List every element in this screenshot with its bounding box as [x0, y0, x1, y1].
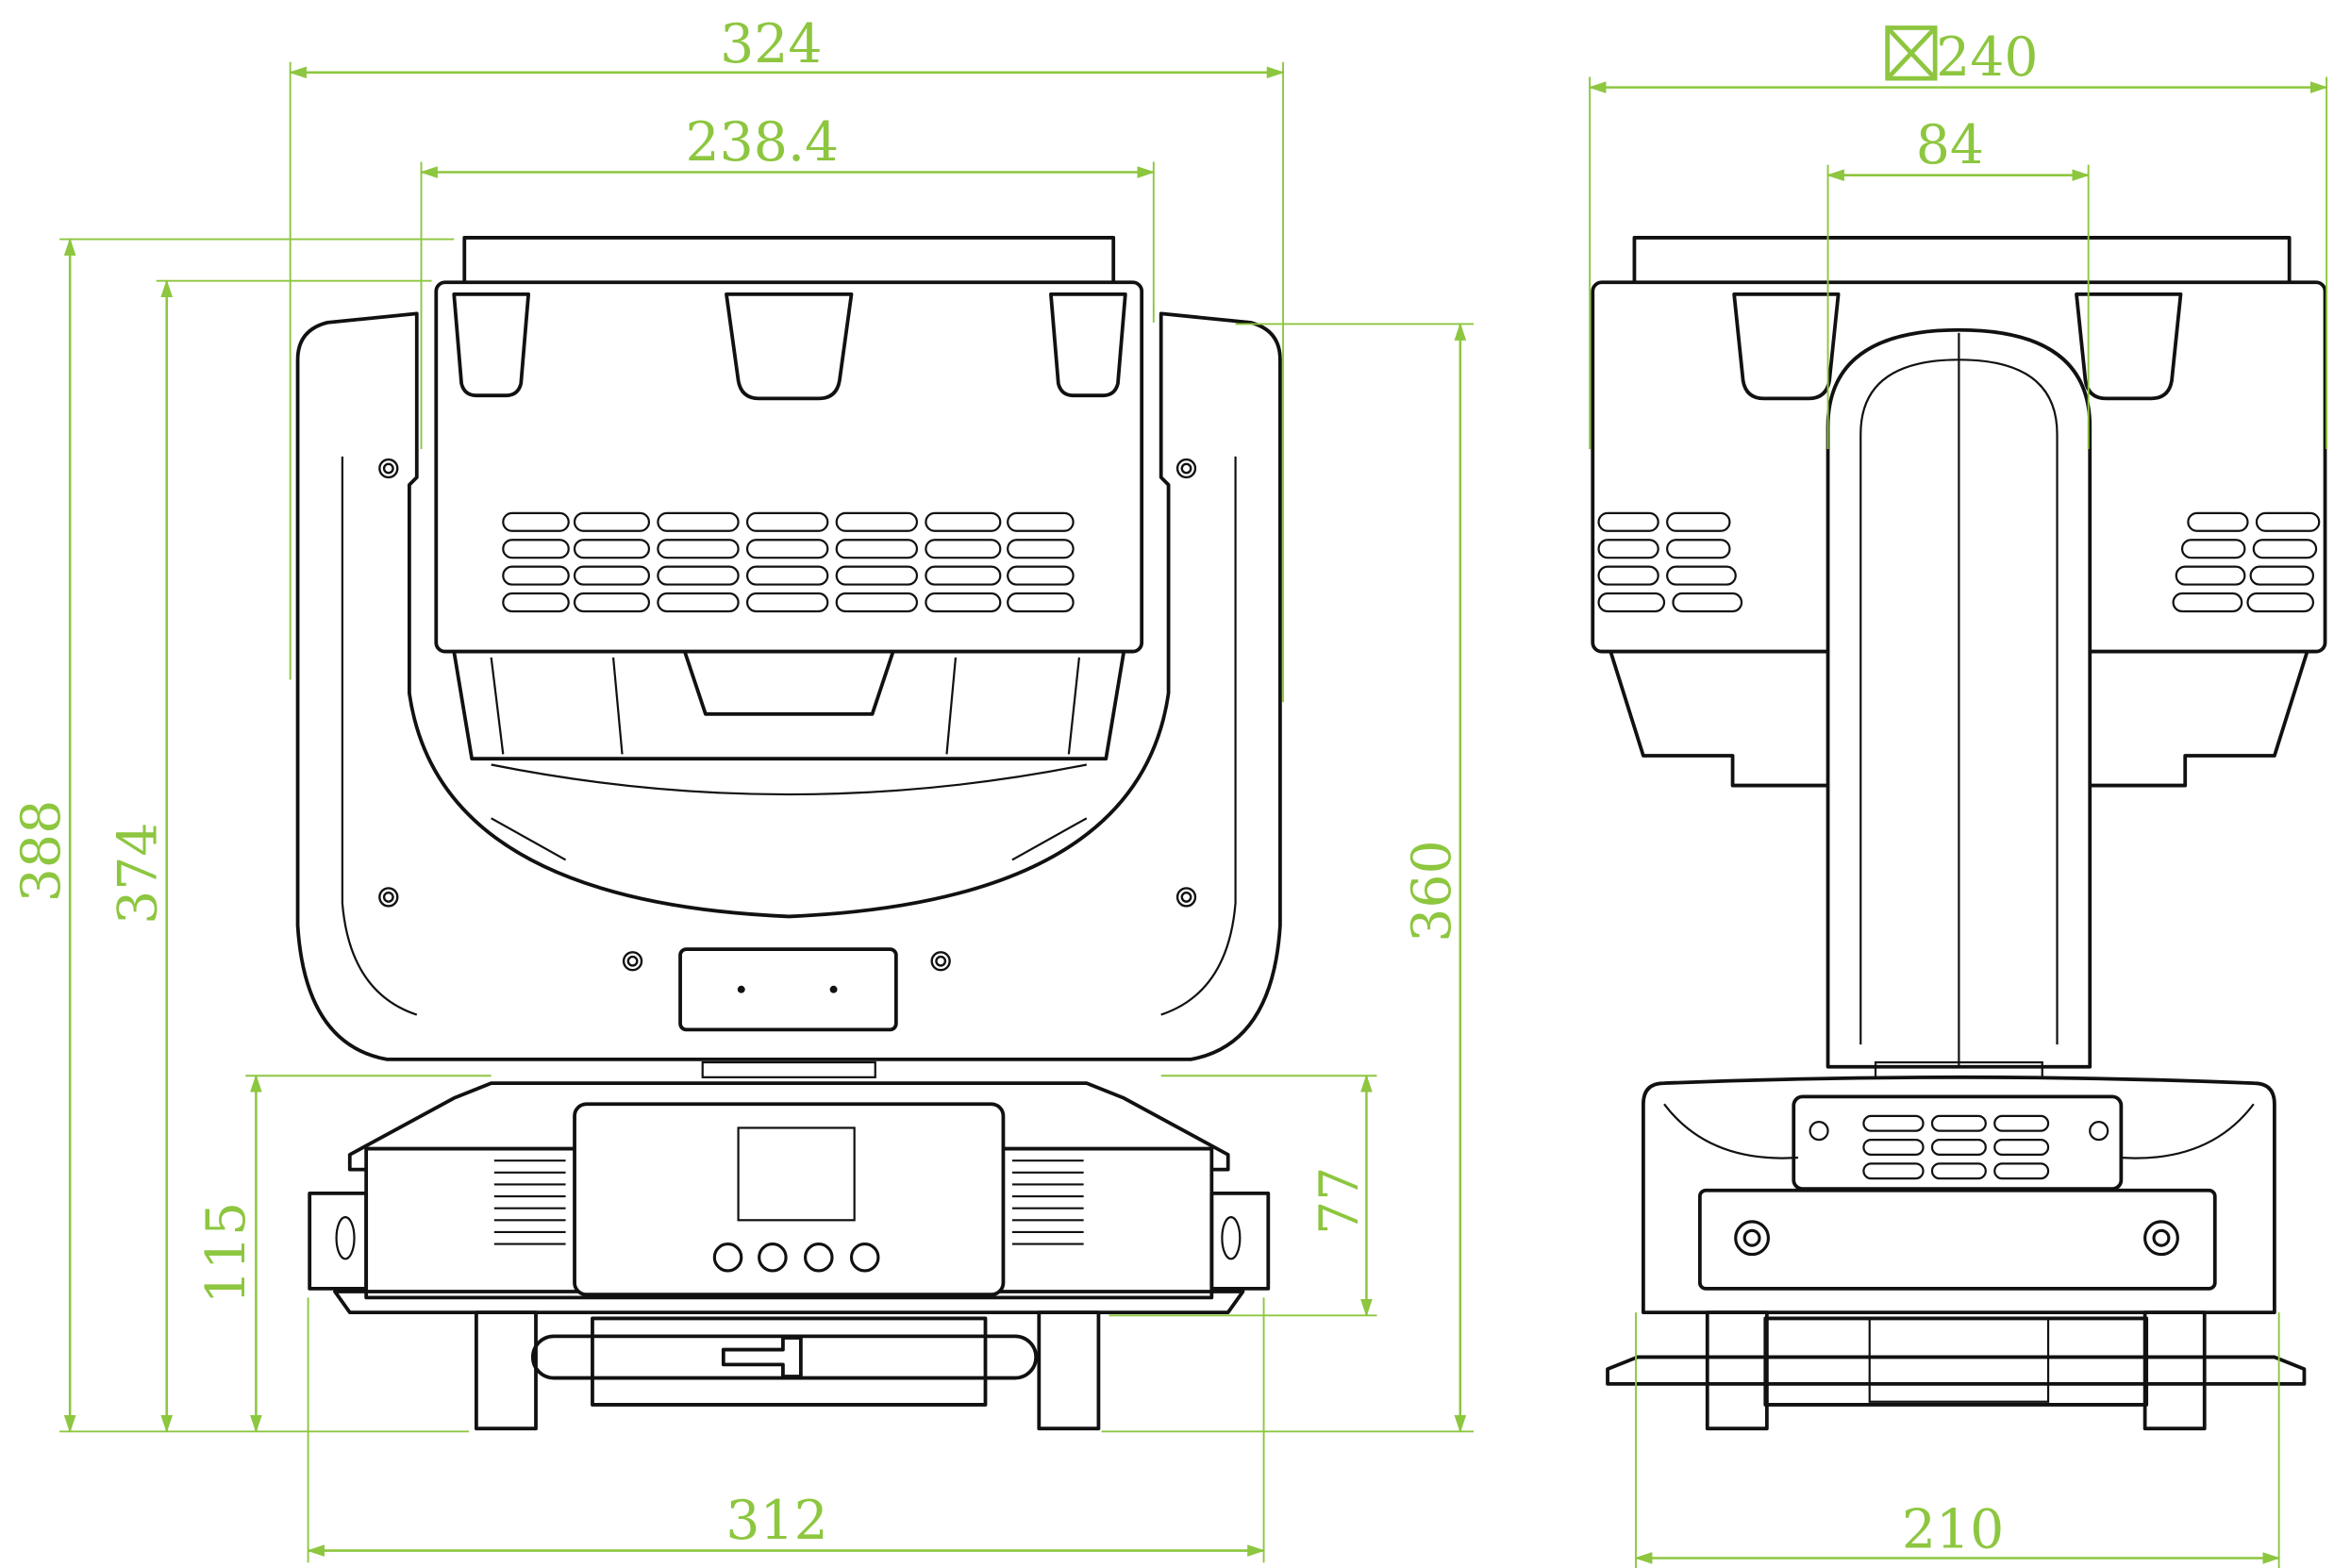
dim-label-base-depth: 210 [1902, 1498, 2004, 1560]
dim-label-overall-width: 324 [720, 13, 822, 75]
side-dimensions: 240 84 210 [1588, 25, 2328, 1568]
dim-label-swing-diameter: 240 [1936, 26, 2038, 89]
dim-label-overall-height: 388 [10, 800, 73, 902]
dim-label-yoke-arm-width: 84 [1916, 114, 1984, 176]
dim-label-yoke-height: 360 [1401, 840, 1463, 942]
front-view-fixture [295, 236, 1282, 1431]
dim-label-base-height: 115 [195, 1202, 258, 1304]
dim-label-base-body-height: 77 [1309, 1167, 1371, 1235]
dim-label-height-to-head: 374 [108, 822, 170, 924]
head-vent-grid [502, 511, 1075, 613]
front-dimensions: 324 238.4 388 374 115 360 77 312 [10, 13, 1475, 1563]
dim-label-base-width: 312 [725, 1490, 827, 1552]
square-diameter-icon [1885, 25, 1938, 81]
dim-label-head-width: 238.4 [686, 111, 840, 174]
side-view-fixture [1591, 236, 2327, 1431]
